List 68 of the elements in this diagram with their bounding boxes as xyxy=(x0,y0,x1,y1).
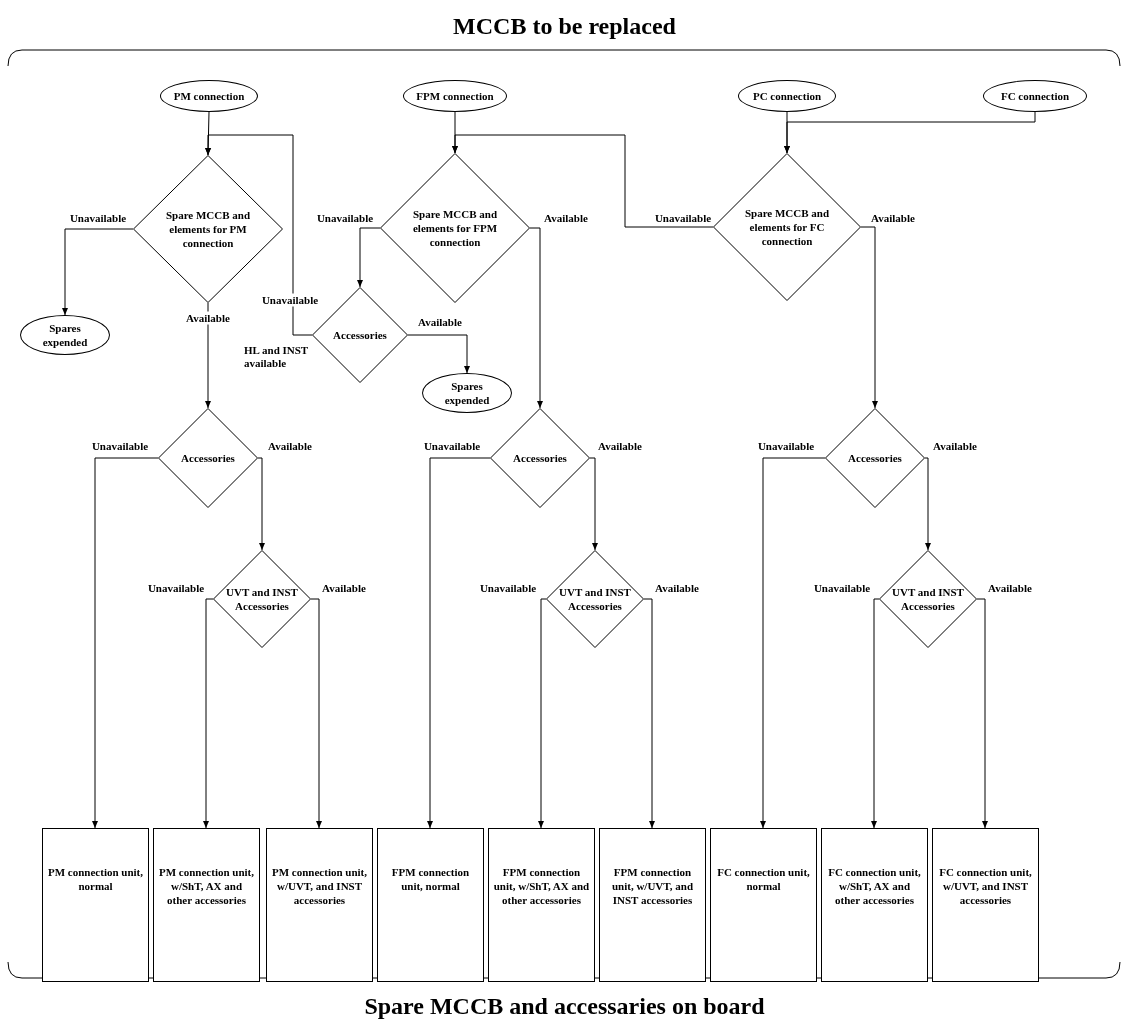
decision-diamond xyxy=(490,408,590,508)
decision-diamond xyxy=(879,550,977,648)
result-box xyxy=(377,828,484,982)
node-text: Spare MCCB and elements for PM connection xyxy=(164,208,252,250)
node-text: FC connection xyxy=(1000,89,1070,103)
node-text: Accessories xyxy=(513,451,567,465)
node-text: PM connection unit, normal xyxy=(47,865,144,893)
node-text: Accessories xyxy=(333,328,387,342)
node-text: PC connection xyxy=(752,89,822,103)
node-text: UVT and INST Accessories xyxy=(558,585,632,613)
result-box xyxy=(710,828,817,982)
flow-arrow xyxy=(310,598,322,829)
node-text: FPM connection unit, normal xyxy=(390,865,471,893)
result-box xyxy=(42,828,149,982)
result-box xyxy=(488,828,595,982)
edge-label: Unavailable xyxy=(260,293,320,307)
node-text: Spares expended xyxy=(41,321,89,349)
flow-arrow xyxy=(860,226,878,409)
node-text: UVT and INST Accessories xyxy=(225,585,299,613)
flow-arrow xyxy=(589,457,598,551)
node-text: FC connection unit, normal xyxy=(716,865,811,893)
flow-arrow xyxy=(452,134,714,228)
flow-arrow xyxy=(203,598,214,829)
diagram-title: MCCB to be replaced xyxy=(453,12,676,41)
node-text: Accessories xyxy=(848,451,902,465)
decision-diamond xyxy=(380,153,530,303)
flow-arrow xyxy=(205,302,211,409)
result-box xyxy=(266,828,373,982)
flow-arrow xyxy=(257,457,265,551)
condition-note: HL and INST available xyxy=(244,344,309,370)
node-text: UVT and INST Accessories xyxy=(891,585,965,613)
node-text: FPM connection unit, w/ShT, AX and other accessories xyxy=(493,865,590,907)
flow-arrow xyxy=(62,228,134,316)
flow-arrow xyxy=(357,227,381,288)
flow-arrow xyxy=(976,598,988,829)
result-box xyxy=(599,828,706,982)
node-text: PM connection unit, w/ShT, AX and other accessories xyxy=(158,865,255,907)
result-box xyxy=(932,828,1039,982)
node-text: FPM connection xyxy=(416,89,494,103)
flow-arrow xyxy=(407,334,470,374)
node-text: FPM connection unit, w/UVT, and INST accessories xyxy=(610,865,695,907)
flow-arrow xyxy=(760,457,826,829)
flow-arrow xyxy=(205,134,313,336)
decision-diamond xyxy=(825,408,925,508)
decision-diamond xyxy=(713,153,861,301)
node-text: Accessories xyxy=(181,451,235,465)
flow-arrow xyxy=(871,598,880,829)
edge-label: Available xyxy=(185,311,231,325)
decision-diamond xyxy=(546,550,644,648)
flow-arrow xyxy=(529,227,543,409)
node-text: Spare MCCB and elements for FPM connection xyxy=(411,207,499,249)
flow-arrow xyxy=(924,457,931,551)
flow-arrow xyxy=(427,457,491,829)
node-text: FC connection unit, w/UVT, and INST accessories xyxy=(938,865,1033,907)
flow-arrow xyxy=(784,111,1036,154)
decision-diamond xyxy=(213,550,311,648)
flow-arrow xyxy=(92,457,159,829)
diagram-caption: Spare MCCB and accessaries on board xyxy=(364,992,765,1021)
flow-arrow xyxy=(643,598,655,829)
result-box xyxy=(821,828,928,982)
flow-arrow xyxy=(538,598,547,829)
node-text: PM connection xyxy=(173,89,245,103)
node-text: PM connection unit, w/UVT, and INST accessories xyxy=(271,865,368,907)
node-text: FC connection unit, w/ShT, AX and other accessories xyxy=(827,865,922,907)
node-text: Spare MCCB and elements for FC connection xyxy=(743,206,831,248)
result-box xyxy=(153,828,260,982)
node-text: Spares expended xyxy=(443,379,491,407)
decision-diamond xyxy=(158,408,258,508)
